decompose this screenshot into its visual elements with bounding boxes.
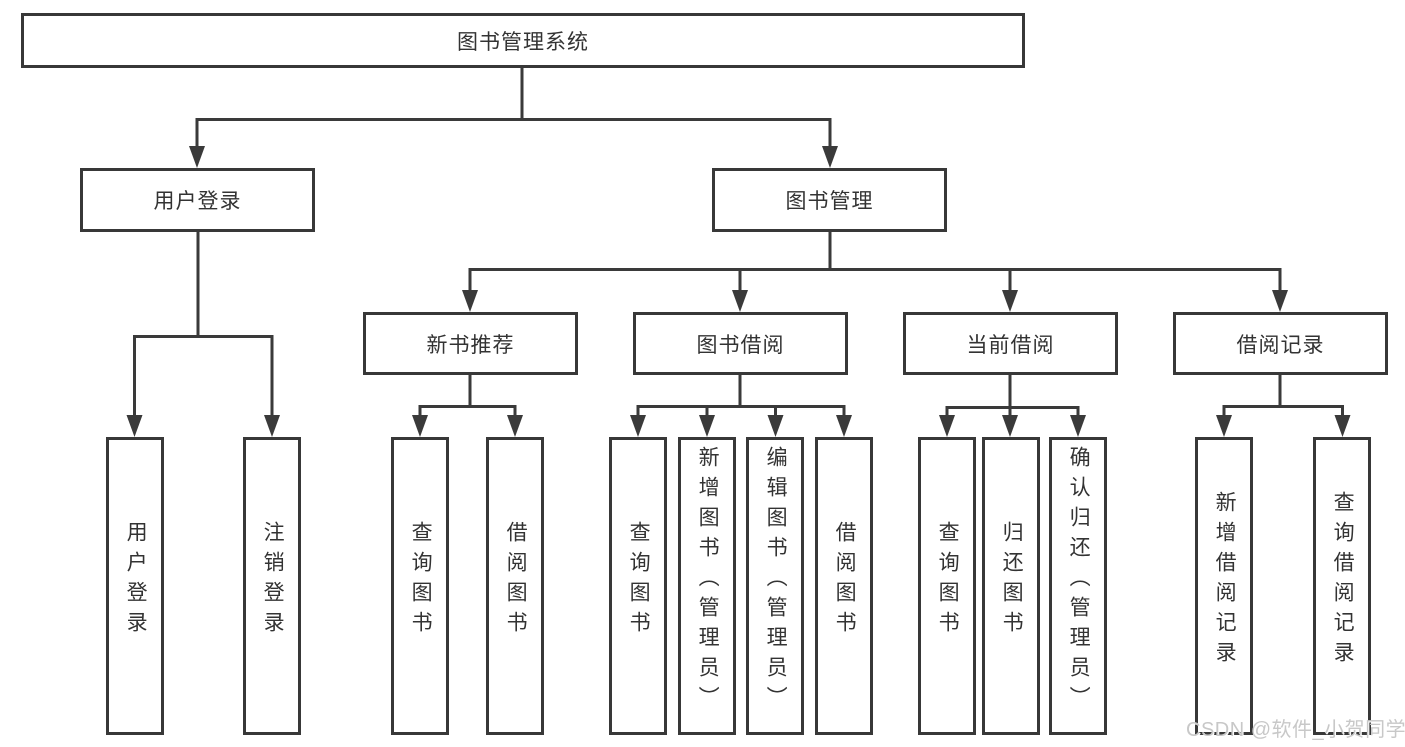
leaf-borrow-books-borrowing: 借阅图书: [815, 437, 873, 735]
node-borrowing-records: 借阅记录: [1173, 312, 1388, 375]
node-new-book-recommend-label: 新书推荐: [426, 333, 515, 357]
leaf-add-book-admin: 新增图书（管理员）: [678, 437, 736, 735]
node-current-borrowing-label: 当前借阅: [966, 333, 1055, 357]
leaf-query-borrow-record-label: 查询借阅记录: [1331, 491, 1355, 671]
leaf-query-borrow-record: 查询借阅记录: [1313, 437, 1371, 735]
node-new-book-recommend: 新书推荐: [363, 312, 578, 375]
leaf-add-book-admin-label: 新增图书（管理员）: [696, 446, 720, 716]
leaf-query-books-current: 查询图书: [918, 437, 976, 735]
leaf-user-login-label: 用户登录: [124, 521, 148, 641]
leaf-return-books-label: 归还图书: [1000, 521, 1024, 641]
csdn-watermark: CSDN @软件_小贺同学: [1186, 719, 1405, 741]
leaf-user-login: 用户登录: [106, 437, 164, 735]
leaf-borrow-books-recommend-label: 借阅图书: [504, 521, 528, 641]
leaf-edit-book-admin: 编辑图书（管理员）: [746, 437, 804, 735]
leaf-add-borrow-record: 新增借阅记录: [1195, 437, 1253, 735]
leaf-edit-book-admin-label: 编辑图书（管理员）: [764, 446, 788, 716]
node-book-management-label: 图书管理: [785, 190, 874, 213]
node-borrowing-records-label: 借阅记录: [1236, 333, 1325, 357]
node-current-borrowing: 当前借阅: [903, 312, 1118, 375]
node-book-borrowing-label: 图书借阅: [696, 333, 785, 357]
leaf-query-books-current-label: 查询图书: [936, 521, 960, 641]
leaf-logout-login-label: 注销登录: [261, 521, 285, 641]
leaf-query-books-borrowing-label: 查询图书: [627, 521, 651, 641]
leaf-return-books: 归还图书: [982, 437, 1040, 735]
node-book-management: 图书管理: [712, 168, 947, 232]
leaf-confirm-return-admin-label: 确认归还（管理员）: [1067, 446, 1091, 716]
node-user-login-label: 用户登录: [153, 190, 242, 213]
leaf-logout-login: 注销登录: [243, 437, 301, 735]
leaf-query-books-recommend-label: 查询图书: [409, 521, 433, 641]
node-user-login: 用户登录: [80, 168, 315, 232]
leaf-borrow-books-borrowing-label: 借阅图书: [833, 521, 857, 641]
leaf-add-borrow-record-label: 新增借阅记录: [1213, 491, 1237, 671]
leaf-query-books-borrowing: 查询图书: [609, 437, 667, 735]
node-library-system: 图书管理系统: [21, 13, 1025, 68]
leaf-query-books-recommend: 查询图书: [391, 437, 449, 735]
node-library-system-label: 图书管理系统: [457, 30, 589, 54]
leaf-confirm-return-admin: 确认归还（管理员）: [1049, 437, 1107, 735]
node-book-borrowing: 图书借阅: [633, 312, 848, 375]
leaf-borrow-books-recommend: 借阅图书: [486, 437, 544, 735]
arrow-down-icons: [126, 146, 1351, 437]
